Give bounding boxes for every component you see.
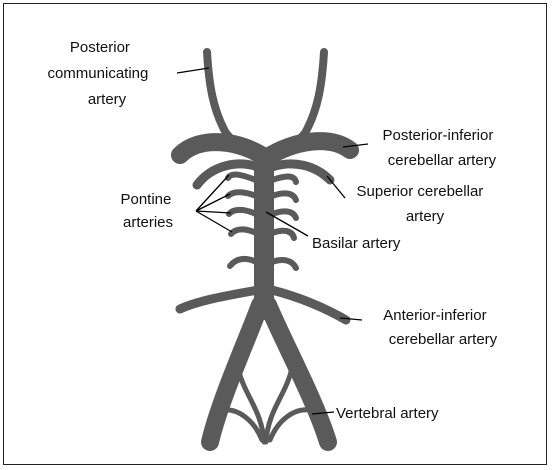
leader-posterior-communicating <box>177 68 209 73</box>
leader-pontine-3 <box>196 211 231 213</box>
pontine-artery-right-2 <box>272 193 296 200</box>
label-anterior-inferior-line-1: Anterior-inferior <box>383 307 486 324</box>
vertebral-artery-right <box>268 305 328 442</box>
label-superior-cerebellar-line-2: artery <box>406 208 445 225</box>
anterior-spinal-branch-right <box>266 368 292 442</box>
label-superior-cerebellar-line-1: Superior cerebellar <box>357 183 484 200</box>
pontine-artery-right-4 <box>272 231 294 238</box>
label-posterior-communicating: Posterior communicating artery <box>47 39 152 108</box>
label-posterior-communicating-line-3: artery <box>88 91 127 108</box>
label-basilar-artery: Basilar artery <box>312 235 401 252</box>
pontine-artery-left-1 <box>228 174 256 180</box>
label-superior-cerebellar: Superior cerebellar artery <box>357 183 488 225</box>
label-posterior-inferior-cerebellar: Posterior-inferior cerebellar artery <box>382 127 497 169</box>
pontine-artery-right-5 <box>272 260 296 268</box>
label-vertebral-artery: Vertebral artery <box>336 405 439 422</box>
label-anterior-inferior-line-2: cerebellar artery <box>389 331 498 348</box>
label-pontine-arteries: Pontine arteries <box>120 191 175 231</box>
label-posterior-inferior-line-2: cerebellar artery <box>388 152 497 169</box>
spinal-branch-arc-right <box>270 410 310 440</box>
label-posterior-inferior-line-1: Posterior-inferior <box>382 127 493 144</box>
anterior-inferior-cerebellar-artery-left <box>180 290 258 309</box>
pontine-artery-left-3 <box>229 210 256 214</box>
label-posterior-communicating-line-2: communicating <box>47 65 148 82</box>
label-pontine-line-1: Pontine <box>120 191 171 208</box>
leader-superior-cerebellar <box>327 176 345 198</box>
label-pontine-line-2: arteries <box>123 214 173 231</box>
pontine-artery-left-2 <box>228 192 256 196</box>
anterior-inferior-cerebellar-artery-right <box>272 290 346 320</box>
label-posterior-communicating-line-1: Posterior <box>70 39 130 56</box>
pontine-artery-left-5 <box>230 259 256 266</box>
pontine-artery-right-1 <box>272 177 296 183</box>
posterior-inferior-cerebellar-artery-left <box>180 142 266 158</box>
leader-pontine-2 <box>196 194 230 211</box>
label-anterior-inferior-cerebellar: Anterior-inferior cerebellar artery <box>383 307 497 348</box>
pontine-artery-left-4 <box>231 229 256 234</box>
posterior-inferior-cerebellar-artery-right <box>266 141 350 158</box>
